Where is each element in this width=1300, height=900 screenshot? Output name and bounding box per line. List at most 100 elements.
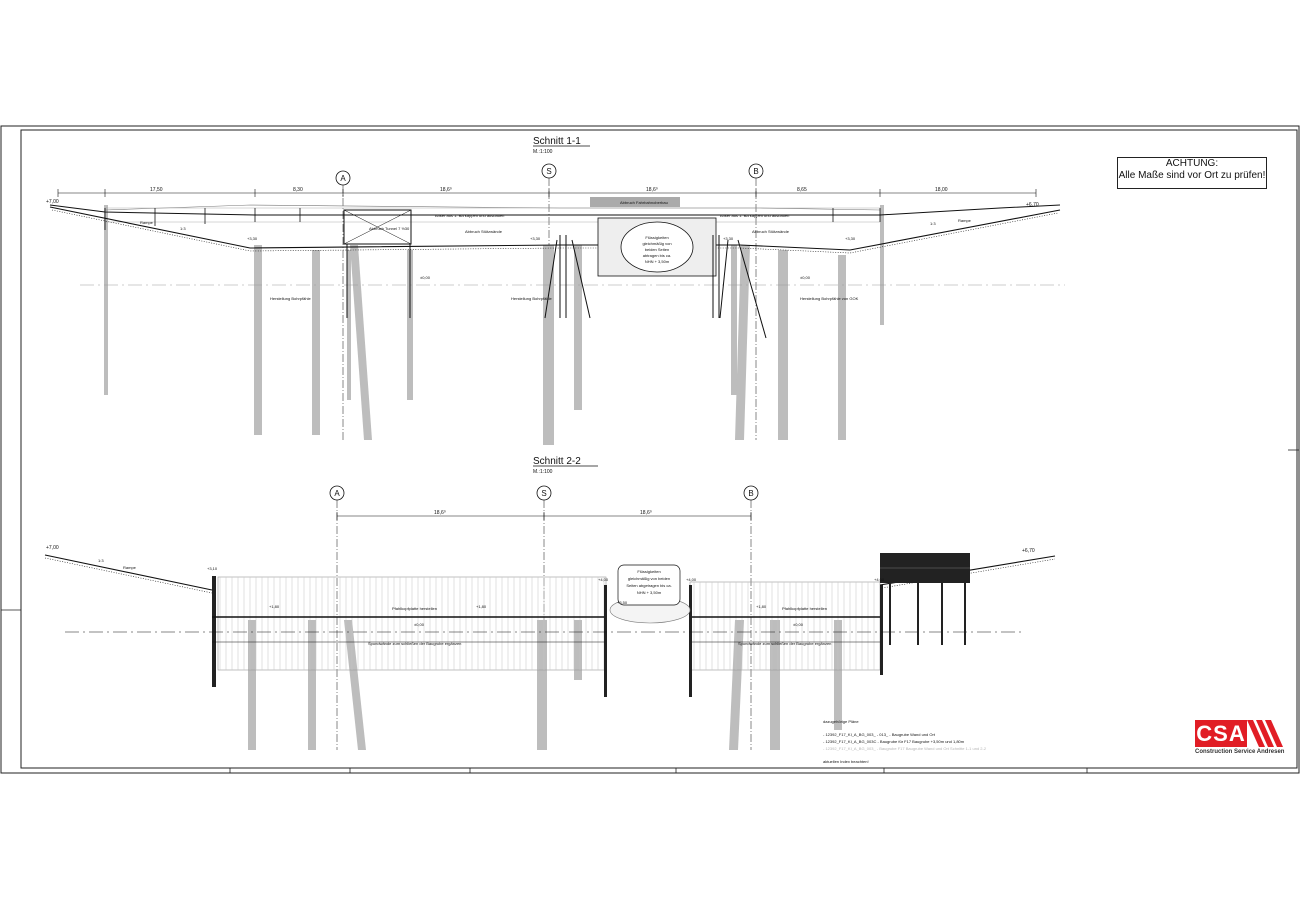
level2-left: +7,00 <box>46 545 59 551</box>
level2-000b: ±0,00 <box>793 622 804 627</box>
label-stuetz-left: Abbruch Stützwände <box>465 229 503 234</box>
outer-frame <box>0 125 1300 774</box>
dim-5: 8,65 <box>797 187 807 193</box>
level-000-right: ±0,00 <box>800 275 811 280</box>
label-anker-left: Anker aus 1. BA kappen und ausbauen <box>435 213 504 218</box>
label-slope-left: 1:3 <box>180 226 186 231</box>
dim2-2: 18,6⁰ <box>640 510 652 516</box>
bunker-frame <box>343 209 412 318</box>
dim-1: 17,50 <box>150 187 163 193</box>
svg-text:Flüssigkeiten: Flüssigkeiten <box>637 569 660 574</box>
svg-text:beiden Seiten: beiden Seiten <box>645 247 669 252</box>
dim-2: 8,30 <box>293 187 303 193</box>
related-plans: dazugehörige Pläne - 12392_F17_KI_A_BG_0… <box>823 719 987 764</box>
level-330-mid: +3,30 <box>530 236 541 241</box>
level2-350: +3,50 <box>617 600 628 605</box>
label-anker-right: Anker aus 1. BA kappen und ausbauen <box>720 213 789 218</box>
svg-text:abtragen bis ca.: abtragen bis ca. <box>643 253 671 258</box>
section2-scale: M.:1:100 <box>533 469 553 475</box>
related-heading: dazugehörige Pläne <box>823 719 859 724</box>
svg-text:B: B <box>753 167 758 176</box>
warning-title: ACHTUNG: <box>1165 158 1219 169</box>
steel-struts <box>544 235 767 339</box>
label-pfahl-mid: Herstellung Bohrpfähle <box>511 296 552 301</box>
section2-title: Schnitt 2-2 <box>533 456 581 467</box>
level2-right: +6,70 <box>1022 548 1035 554</box>
level2-180c: +1,80 <box>756 604 767 609</box>
level2-400c: +4,00 <box>874 577 885 582</box>
dimension-chain-2 <box>336 512 752 520</box>
svg-text:A: A <box>334 489 340 498</box>
dim-6: 18,00 <box>935 187 948 193</box>
axis2-marker-b: B <box>743 485 759 750</box>
logo-subtitle: Construction Service Andresen <box>1195 749 1285 755</box>
fluid-callout-2 <box>617 564 681 606</box>
label-fahrbahn: Abbruch Fahrbahnoberbau <box>620 200 668 205</box>
level-330-r2: +3,30 <box>845 236 856 241</box>
left-wall <box>212 576 216 687</box>
axis2-marker-a: A <box>329 485 345 750</box>
road-pavement <box>590 197 680 207</box>
level2-400b: +4,00 <box>686 577 697 582</box>
frame-ticks <box>229 768 1088 773</box>
mid-wall-left <box>604 585 607 697</box>
level2-180b: +1,80 <box>476 604 487 609</box>
sheet-pile-walls <box>217 576 881 671</box>
logo-stripes-icon <box>1247 720 1283 747</box>
section1-scale: M.:1:100 <box>533 149 553 155</box>
svg-text:NHN + 3,50m: NHN + 3,50m <box>645 259 670 264</box>
label2-pfahl-right: Pfahlkopfplatte herstellen <box>782 606 827 611</box>
label-bunker: Abbruch Tunnel 7 ½30 <box>369 226 410 231</box>
label-rampe-right: Rampe <box>958 218 972 223</box>
svg-text:Seiten abgetragen bis ca.: Seiten abgetragen bis ca. <box>626 583 671 588</box>
axis-marker-b: B <box>748 163 764 440</box>
level-left: +7,00 <box>46 199 59 205</box>
label-pfahl-left: Herstellung Bohrpfähle <box>270 296 311 301</box>
label-stuetz-right: Abbruch Stützwände <box>752 229 790 234</box>
dim2-1: 18,6⁰ <box>434 510 446 516</box>
svg-text:S: S <box>541 489 546 498</box>
company-logo: CSA Construction Service Andresen <box>1195 720 1287 760</box>
label2-slope: 1:3 <box>98 558 104 563</box>
svg-text:Flüssigkeiten: Flüssigkeiten <box>645 235 668 240</box>
level2-000a: ±0,00 <box>414 622 425 627</box>
svg-text:gleichmäßig von beiden: gleichmäßig von beiden <box>628 576 670 581</box>
level-330-r1: +3,30 <box>723 236 734 241</box>
fluid-tank <box>620 221 694 273</box>
label2-spund-right: Spundwände zum schließen der Baugrube er… <box>738 641 831 646</box>
warning-text: Alle Maße sind vor Ort zu prüfen! <box>1118 170 1266 181</box>
warning-notice: ACHTUNG: Alle Maße sind vor Ort zu prüfe… <box>1117 157 1267 189</box>
svg-text:S: S <box>546 167 551 176</box>
right-wall <box>880 585 883 675</box>
label-pfahl-right: Herstellung Bohrpfähle von GOK <box>800 296 859 301</box>
section1-title: Schnitt 1-1 <box>533 136 581 147</box>
label2-pfahl-left: Pfahlkopfplatte herstellen <box>392 606 437 611</box>
label-slope-right: 1:3 <box>930 221 936 226</box>
related-item-faded: - 12392_F17_KI_A_BG_003_ - Baugrube F17 … <box>823 746 987 751</box>
level-330-left: +3,30 <box>247 236 258 241</box>
mid-wall-right <box>689 585 692 697</box>
label2-spund-left: Spundwände zum schließen der Baugrube er… <box>368 641 461 646</box>
dark-barrier <box>880 553 970 645</box>
bore-piles <box>104 205 884 445</box>
slope-left-2 <box>44 554 213 591</box>
level2-310: +3,10 <box>207 566 218 571</box>
dim-4: 18,6⁰ <box>646 187 658 193</box>
inner-frame <box>20 129 1298 769</box>
dimension-chain-1 <box>57 189 1037 197</box>
terrain-top-1 <box>49 204 1061 216</box>
bore-piles-2 <box>248 620 842 750</box>
label-rampe-left: Rampe <box>140 220 154 225</box>
level2-400a: +4,00 <box>598 577 609 582</box>
related-item-1: - 12392_F17_KI_A_BG_003_ - 013_ - Baugru… <box>823 732 936 737</box>
section-1-1: Schnitt 1-1 M.:1:100 A S B 17,50 8,3 <box>46 136 1065 445</box>
label2-rampe: Rampe <box>123 565 137 570</box>
related-footer: aktuellen Index beachten! <box>823 759 869 764</box>
svg-text:A: A <box>340 174 346 183</box>
svg-text:gleichmäßig von: gleichmäßig von <box>642 241 671 246</box>
level2-180a: +1,80 <box>269 604 280 609</box>
section-2-2: Schnitt 2-2 M.:1:100 A S B 18,6⁰ 18,6⁰ +… <box>44 456 1056 750</box>
svg-text:B: B <box>748 489 753 498</box>
level-right: +6,70 <box>1026 202 1039 208</box>
